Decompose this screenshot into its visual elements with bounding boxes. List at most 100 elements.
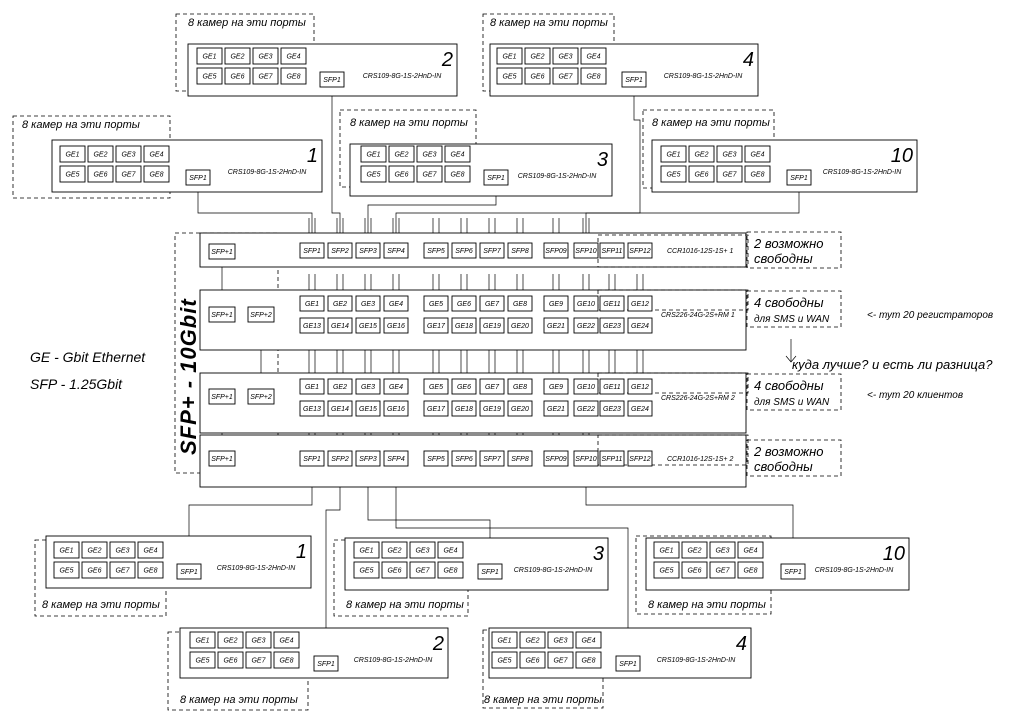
core-crs1-port-ge4 [383, 295, 409, 312]
bottom-switch-1-camera-caption: 8 камер на эти порты [42, 599, 160, 611]
bottom-switch-4-sfp1-port [615, 655, 641, 672]
core-crs2-port-ge7 [479, 378, 505, 395]
core-crs2-port-ge18-label: GE18 [455, 406, 473, 413]
bottom-switch-2-number: 2 [432, 633, 444, 655]
core-crs2-port-ge11 [599, 378, 625, 395]
top-switch-2-port-ge1 [196, 47, 223, 65]
core-crs1-port-ge1 [299, 295, 325, 312]
bottom-switch-10-port-ge5 [653, 561, 680, 579]
top-switch-1-number: 1 [307, 145, 318, 167]
top-switch-1-port-ge6 [87, 165, 114, 183]
patch-tick [336, 218, 344, 233]
top-switch-4-port-ge6-label: GE6 [530, 74, 544, 81]
core-crs1-port-ge16 [383, 317, 409, 334]
bottom-switch-2-port-ge2-label: GE2 [223, 638, 237, 645]
core-ccr2-port-sfp7-label: SFP7 [483, 456, 502, 463]
core-crs1-port-ge24 [627, 317, 653, 334]
bottom-switch-10-sfp1-port [780, 563, 806, 580]
core-crs2-note: <- тут 20 клиентов [867, 390, 963, 401]
bottom-switch-2-sfp1-port [313, 655, 339, 672]
bottom-switch-10-port-ge7-label: GE7 [715, 568, 730, 575]
core-crs2-port-sfpplus2-label: SFP+2 [250, 394, 272, 401]
core-crs2-port-ge19 [479, 400, 505, 417]
core-crs2-port-ge12-label: GE12 [631, 384, 649, 391]
bottom-switch-3-port-ge1-label: GE1 [359, 548, 373, 555]
patch-tick [336, 274, 344, 290]
which-better-question: куда лучше? и есть ли разница? [792, 357, 993, 372]
core-ccr2-port-sfpplus1 [208, 450, 236, 467]
bottom-switch-2-port-ge8-label: GE8 [279, 658, 293, 665]
core-crs2-port-ge8 [507, 378, 533, 395]
core-crs1-port-ge7-label: GE7 [485, 301, 500, 308]
core-crs2-port-ge21-label: GE21 [547, 406, 565, 413]
core-ccr1-port-sfp7-label: SFP7 [483, 248, 502, 255]
core-crs1-port-ge14 [327, 317, 353, 334]
device-boxes [12, 13, 918, 711]
core-crs1-port-ge23 [599, 317, 625, 334]
core-crs1-port-ge9-label: GE9 [549, 301, 563, 308]
bottom-switch-4-port-ge7 [547, 651, 574, 669]
core-ccr2-port-sfp3-label: SFP3 [359, 456, 377, 463]
top-switch-4-model: CRS109-8G-1S-2HnD-IN [664, 73, 744, 80]
bottom-switch-2-port-ge5-label: GE5 [195, 658, 209, 665]
bottom-switch-4-port-ge3 [547, 631, 574, 649]
core-crs2-avail-line1: 4 свободны [754, 378, 824, 393]
core-crs2-port-ge23 [599, 400, 625, 417]
bottom-switch-2-port-ge7 [245, 651, 272, 669]
patch-tick [432, 274, 440, 290]
core-crs2-port-ge21 [543, 400, 569, 417]
top-switch-10-port-ge2-label: GE2 [694, 152, 708, 159]
core-crs2-port-ge4-label: GE4 [389, 384, 403, 391]
core-crs1-port-ge1-label: GE1 [305, 301, 319, 308]
core-crs1-avail-zone [746, 290, 842, 328]
top-switch-3-port-ge7-label: GE7 [422, 172, 437, 179]
core-crs1-port-ge2 [327, 295, 353, 312]
bottom-switch-1-sfp1-port [176, 563, 202, 580]
core-crs1-port-ge13-label: GE13 [303, 323, 321, 330]
bottom-switch-1-port-ge2-label: GE2 [87, 548, 101, 555]
core-ccr2-port-sfpplus1-label: SFP+1 [211, 456, 233, 463]
top-switch-10-port-ge6 [688, 165, 715, 183]
bottom-switch-4-number: 4 [736, 633, 747, 655]
core-crs1-avail-line1: 4 свободны [754, 295, 824, 310]
bottom-switch-1-port-ge2 [81, 541, 108, 559]
top-switch-3-port-ge4 [444, 145, 471, 163]
core-crs1-port-ge15 [355, 317, 381, 334]
core-crs1-port-ge15-label: GE15 [359, 323, 377, 330]
top-switch-1-port-ge1-label: GE1 [65, 152, 79, 159]
core-ccr2-port-sfp4-label: SFP4 [387, 456, 405, 463]
bottom-switch-3-port-ge6-label: GE6 [387, 568, 401, 575]
bottom-switch-4-port-ge5-label: GE5 [497, 658, 511, 665]
core-ccr1-avail-line2: свободны [754, 251, 813, 266]
top-switch-3-port-ge6-label: GE6 [394, 172, 408, 179]
core-crs2-port-ge24-label: GE24 [631, 406, 649, 413]
bottom-switch-1-port-ge5-label: GE5 [59, 568, 73, 575]
bottom-switch-2-port-ge6 [217, 651, 244, 669]
bottom-switch-3-port-ge1 [353, 541, 380, 559]
core-ccr2-port-sfp09 [543, 450, 569, 467]
top-switch-3-model: CRS109-8G-1S-2HnD-IN [518, 173, 598, 180]
top-switch-1-port-ge2 [87, 145, 114, 163]
patch-tick [488, 274, 496, 290]
top-switch-4-port-ge8 [580, 67, 607, 85]
bottom-switch-2-port-ge2 [217, 631, 244, 649]
question-arrow [785, 339, 797, 363]
top-switch-2-port-ge6 [224, 67, 251, 85]
core-ccr1-port-sfp4 [383, 242, 409, 259]
core-crs1-port-ge12 [627, 295, 653, 312]
patch-tick [488, 218, 496, 233]
core-crs1-port-ge20-label: GE20 [511, 323, 529, 330]
core-crs2-port-ge13-label: GE13 [303, 406, 321, 413]
core-ccr2-avail-line1: 2 возможно [753, 444, 824, 459]
top-switch-1-port-ge4 [143, 145, 170, 163]
core-crs1-port-ge20 [507, 317, 533, 334]
core-crs1-avail-line2: для SMS и WAN [754, 314, 830, 325]
bottom-switch-1-port-ge3-label: GE3 [115, 548, 129, 555]
patch-tick [392, 218, 400, 233]
patch-tick [636, 274, 644, 290]
core-crs1-port-ge2-label: GE2 [333, 301, 347, 308]
core-crs2-port-ge11-label: GE11 [603, 384, 620, 391]
core-ccr1-port-sfp4-label: SFP4 [387, 248, 405, 255]
core-ccr2-port-sfp10-label: SFP10 [575, 456, 597, 463]
